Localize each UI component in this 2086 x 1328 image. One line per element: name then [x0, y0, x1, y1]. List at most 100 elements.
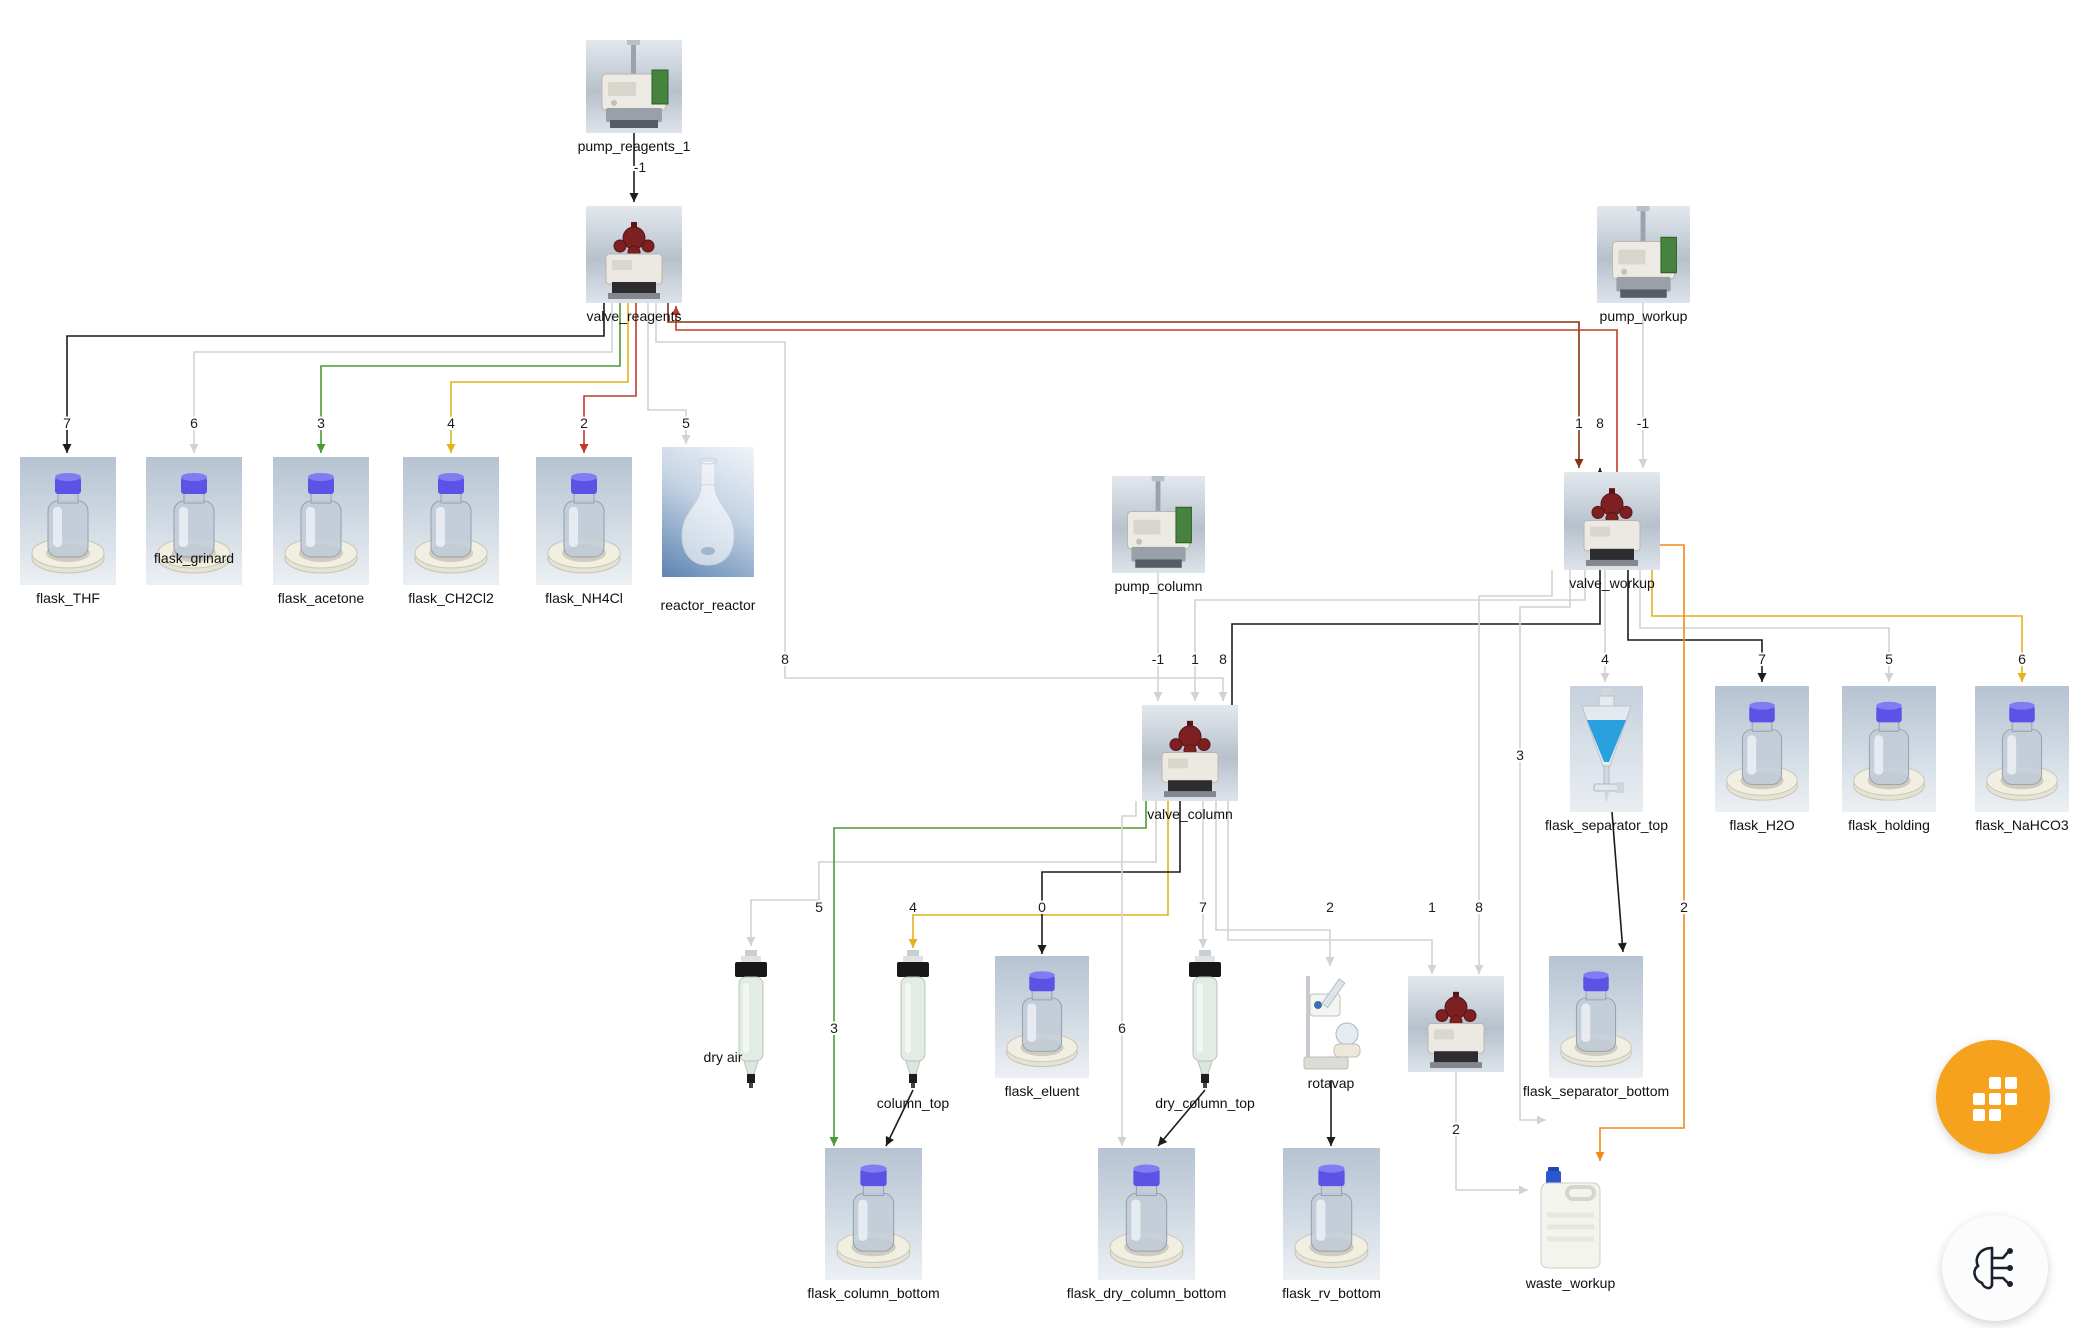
edge-arrowhead — [1474, 965, 1484, 974]
node-flask_NH4Cl[interactable] — [536, 457, 632, 585]
valve-icon — [1583, 488, 1641, 566]
node-label-flask_NH4Cl: flask_NH4Cl — [545, 590, 623, 606]
column-icon — [897, 950, 929, 1088]
node-dry_air[interactable] — [725, 950, 777, 1090]
apps-fab[interactable] — [1936, 1040, 2050, 1154]
edge-valve_column-valve_separator — [1227, 801, 1433, 974]
node-label-flask_NaHCO3: flask_NaHCO3 — [1975, 817, 2069, 833]
node-label-flask_eluent: flask_eluent — [1004, 1083, 1080, 1099]
flask-icon — [1726, 701, 1798, 801]
edge-arrowhead — [1158, 1136, 1168, 1146]
edge-valve_workup-valve_column — [1194, 570, 1586, 701]
column-icon — [1189, 950, 1221, 1088]
node-flask_rv_bottom[interactable] — [1283, 1148, 1380, 1280]
node-valve_column[interactable] — [1142, 705, 1238, 801]
node-flask_NaHCO3[interactable] — [1975, 686, 2069, 812]
edge-valve_workup-flask_H2O — [1627, 570, 1763, 682]
node-label-flask_grinard: flask_grinard — [153, 550, 235, 566]
edge-arrowhead — [189, 444, 199, 453]
node-column_top[interactable] — [887, 950, 939, 1090]
apps-grid-icon — [1973, 1077, 2017, 1121]
node-label-dry_air: dry air — [703, 1049, 743, 1065]
flask-icon — [1986, 701, 2058, 801]
node-valve_reagents[interactable] — [586, 206, 682, 303]
edge-arrowhead — [1519, 1185, 1528, 1195]
edge-arrowhead — [2017, 673, 2027, 682]
edge-valve_column-column_top — [912, 801, 1169, 948]
edge-valve_column-flask_column_bottom — [833, 801, 1147, 1146]
valve-icon — [1427, 991, 1485, 1069]
edge-arrowhead — [1537, 1115, 1546, 1125]
node-waste_workup[interactable] — [1537, 1165, 1604, 1270]
ai-fab[interactable] — [1942, 1215, 2048, 1321]
edge-label: 4 — [1601, 651, 1609, 667]
edge-arrowhead — [1757, 673, 1767, 682]
edge-label: 2 — [1680, 899, 1688, 915]
edge-label: 7 — [1199, 899, 1207, 915]
edge-label: 6 — [2018, 651, 2026, 667]
edge-valve_workup-flask_NaHCO3 — [1651, 570, 2023, 682]
edge-valve_workup-waste_workup — [1599, 544, 1685, 1161]
edge-arrowhead — [1427, 965, 1437, 974]
edge-label: 5 — [815, 899, 823, 915]
node-label-rotavap: rotavap — [1307, 1075, 1355, 1091]
edge-valve_reagents-flask_acetone — [320, 303, 621, 453]
edge-arrowhead — [1198, 939, 1208, 948]
node-flask_acetone[interactable] — [273, 457, 369, 585]
node-flask_CH2Cl2[interactable] — [403, 457, 499, 585]
separatory-funnel-icon — [1581, 688, 1632, 802]
node-rotavap[interactable] — [1300, 968, 1362, 1080]
edge-label: 8 — [1219, 651, 1227, 667]
node-pump_reagents_1[interactable] — [586, 40, 682, 133]
flask-icon — [836, 1164, 911, 1269]
edge-arrowhead — [579, 444, 589, 453]
node-flask_holding[interactable] — [1842, 686, 1936, 812]
flask-icon — [1109, 1164, 1184, 1269]
flask-icon — [1294, 1164, 1369, 1269]
edge-label: 3 — [1516, 747, 1524, 763]
edge-valve_reagents-flask_CH2Cl2 — [450, 303, 629, 453]
node-label-flask_acetone: flask_acetone — [277, 590, 365, 606]
edge-valve_separator-waste_workup — [1455, 1072, 1528, 1191]
node-label-flask_rv_bottom: flask_rv_bottom — [1282, 1285, 1381, 1301]
edge-arrowhead — [1574, 459, 1584, 468]
node-flask_column_bottom[interactable] — [825, 1148, 922, 1280]
edge-label: 7 — [63, 415, 71, 431]
node-valve_separator[interactable] — [1408, 976, 1504, 1072]
edge-label: 1 — [1191, 651, 1199, 667]
node-flask_THF[interactable] — [20, 457, 116, 585]
edge-valve_reagents-flask_THF — [66, 303, 605, 453]
edge-arrowhead — [1600, 673, 1610, 682]
edge-valve_column-dry_air — [750, 801, 1157, 946]
node-label-flask_H2O: flask_H2O — [1729, 817, 1795, 833]
edge-arrowhead — [1617, 942, 1627, 952]
node-flask_eluent[interactable] — [995, 956, 1089, 1078]
edge-valve_column-rotavap — [1215, 801, 1331, 966]
node-valve_workup[interactable] — [1564, 472, 1660, 570]
edge-label: 2 — [1326, 899, 1334, 915]
node-label-flask_CH2Cl2: flask_CH2Cl2 — [408, 590, 494, 606]
edge-arrowhead — [885, 1135, 894, 1146]
node-pump_column[interactable] — [1112, 476, 1205, 573]
flask-icon — [1006, 971, 1078, 1068]
reactor-flask-icon — [681, 457, 735, 566]
valve-icon — [605, 222, 663, 299]
flask-icon — [31, 473, 105, 574]
node-reactor_reactor[interactable] — [662, 447, 754, 577]
node-flask_dry_column_bottom[interactable] — [1098, 1148, 1195, 1280]
node-flask_H2O[interactable] — [1715, 686, 1809, 812]
node-flask_grinard[interactable] — [146, 457, 242, 585]
flask-icon — [1853, 701, 1925, 801]
column-icon — [735, 950, 767, 1088]
node-dry_column_top[interactable] — [1179, 950, 1231, 1090]
edge-label: -1 — [1152, 651, 1165, 667]
flask-icon — [157, 473, 231, 574]
node-flask_separator_top[interactable] — [1570, 686, 1643, 812]
node-flask_separator_bottom[interactable] — [1549, 956, 1643, 1078]
node-label-valve_reagents: valve_reagents — [586, 308, 682, 324]
waste-jerrycan-icon — [1540, 1167, 1601, 1269]
node-label-flask_THF: flask_THF — [36, 590, 100, 606]
node-label-flask_separator_top: flask_separator_top — [1545, 817, 1668, 833]
node-pump_workup[interactable] — [1597, 206, 1690, 303]
